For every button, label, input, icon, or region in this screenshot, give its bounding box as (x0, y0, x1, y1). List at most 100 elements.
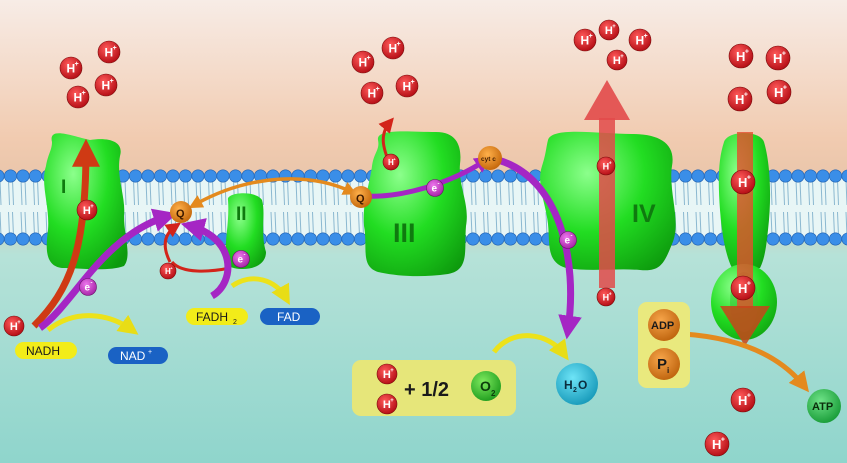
electrons: e-e-e-e- (79, 179, 577, 296)
fad-label: FAD (277, 310, 301, 324)
proton-charge: + (393, 157, 396, 162)
lipid-tail (474, 211, 477, 237)
proton-ball (765, 45, 791, 71)
proton-charge: + (783, 85, 787, 92)
lipid-tail (33, 211, 35, 237)
proton-symbol: H (388, 158, 394, 167)
proton-ball (382, 153, 400, 171)
lipid-head-bottom (278, 232, 292, 246)
proton-charge: + (376, 86, 380, 93)
complex-iv-label: IV (632, 200, 656, 228)
proton-ball (727, 86, 753, 112)
lipid-head-top (341, 169, 355, 183)
q-to-cytc-electron-arrow (365, 156, 492, 199)
proton-ball (730, 275, 756, 301)
proton-symbol: H (83, 205, 91, 217)
proton-ball (376, 393, 398, 415)
lipid-tail (145, 179, 148, 206)
lipid-head-top (816, 169, 830, 183)
q-shuttle-arrow (188, 177, 358, 209)
proton-charge: + (747, 175, 751, 182)
lipid-head-top (678, 169, 692, 183)
proton-symbol: H (736, 49, 745, 64)
proton-ball (730, 387, 756, 413)
lipid-tail (687, 179, 689, 206)
lipid-head-top (191, 169, 205, 183)
lipid-tail (487, 211, 489, 237)
lipid-tail (699, 179, 702, 206)
lipid-tail (187, 179, 189, 206)
proton-symbol: H (104, 46, 113, 60)
atp-label: ATP (812, 401, 833, 413)
lipid-head-bottom (291, 232, 305, 246)
lipid-tail (162, 179, 164, 206)
proton-ball (66, 85, 90, 109)
lipid-head-bottom (179, 232, 193, 246)
proton-charge: + (17, 320, 21, 326)
proton-ball (97, 40, 121, 64)
o2-label: O (480, 378, 491, 394)
proton-symbol: H (635, 34, 644, 48)
proton-charge: + (390, 398, 394, 404)
lipid-tail (149, 179, 152, 206)
proton: H+ (376, 393, 398, 415)
quinone-2-label: Q (356, 193, 365, 205)
lipid-tail (812, 179, 814, 206)
nadh-label: NADH (26, 344, 60, 358)
proton-charge: + (82, 90, 86, 97)
oxygen-ball (471, 371, 501, 401)
lipid-tail (362, 211, 364, 237)
proton-ball (159, 262, 177, 280)
lipid-tail (345, 211, 348, 237)
lipid-head-bottom (266, 232, 280, 246)
proton-symbol: H (603, 161, 610, 171)
lipid-head-top (229, 169, 243, 183)
proton: H+ (395, 74, 419, 98)
lipid-tail (8, 211, 10, 237)
proton: H+ (381, 36, 405, 60)
lipid-tail (349, 211, 352, 237)
proton-charge: + (90, 204, 94, 210)
lipid-head-top (216, 169, 230, 183)
proton-ball (76, 199, 98, 221)
lipid-head-bottom (16, 232, 30, 246)
proton: H+ (76, 199, 98, 221)
lipid-tail (308, 211, 310, 237)
nadh-electron-arrow (37, 208, 178, 331)
proton-symbol: H (383, 399, 391, 411)
lipid-tail (312, 211, 314, 237)
lipid-head-bottom (803, 232, 817, 246)
lipid-tail (33, 179, 35, 206)
proton: H+ (704, 431, 730, 457)
proton-ball (360, 81, 384, 105)
proton: H+ (628, 28, 652, 52)
proton-symbol: H (358, 56, 367, 70)
lipid-tail (795, 179, 798, 206)
lipid-tail (212, 211, 214, 237)
adp-label: ADP (651, 320, 674, 332)
proton: H+ (376, 363, 398, 385)
proton-charge: + (745, 49, 749, 56)
proton: H+ (97, 40, 121, 64)
proton-ball (606, 49, 628, 71)
lipid-tail (8, 179, 10, 206)
proton: H+ (59, 56, 83, 80)
lipid-head-bottom (316, 232, 330, 246)
lipid-tail (708, 211, 710, 237)
complex-i-proton-arrow (31, 138, 100, 329)
lipid-tail (783, 179, 785, 206)
lipid-tail (537, 211, 539, 237)
complex-iii: III (363, 131, 467, 277)
water-molecule: H 2 O (556, 363, 598, 405)
lipid-tail (495, 179, 498, 206)
proton-charge: + (411, 79, 415, 86)
quinone-1-label: Q (176, 208, 185, 220)
lipid-head-top (353, 169, 367, 183)
lipid-tail (508, 179, 510, 206)
lipid-tail (683, 211, 685, 237)
lipid-tail (708, 179, 710, 206)
lipid-tail (524, 179, 527, 206)
lipid-head-bottom (841, 232, 847, 246)
lipid-head-top (16, 169, 30, 183)
adp-pi-box: ADP P i (638, 302, 690, 388)
